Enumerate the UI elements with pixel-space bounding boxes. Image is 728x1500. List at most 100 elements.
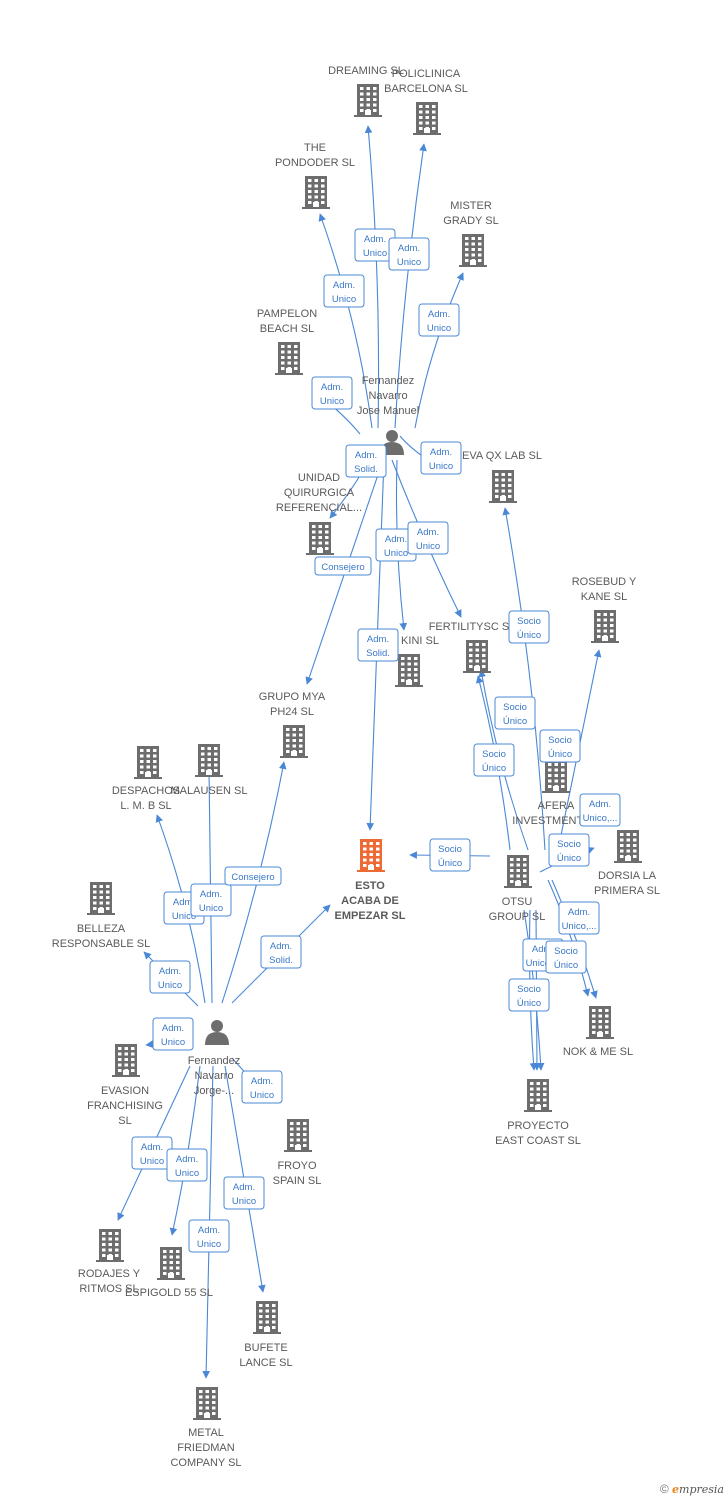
node-label: GRUPO MYA bbox=[259, 691, 326, 703]
edge-label-box bbox=[548, 833, 590, 867]
node-label: RODAJES Y bbox=[78, 1268, 141, 1280]
brand-name[interactable]: empresia bbox=[672, 1483, 724, 1496]
edge-label-text: Solid. bbox=[354, 464, 378, 475]
edge-label[interactable]: Adm.Unico bbox=[131, 1136, 173, 1170]
building-icon bbox=[524, 1079, 552, 1112]
node-label: GROUP SL bbox=[489, 911, 546, 923]
edge-label[interactable]: Adm.Unico bbox=[149, 960, 191, 994]
edge-label[interactable]: Adm.Unico bbox=[407, 521, 449, 555]
edge-label-text: Socio bbox=[557, 839, 581, 850]
node-label: FROYO bbox=[277, 1160, 317, 1172]
edge-label[interactable]: Adm.Unico,... bbox=[579, 793, 621, 827]
node-label: BUFETE bbox=[244, 1342, 287, 1354]
building-icon bbox=[489, 470, 517, 503]
edge-label[interactable]: Adm.Unico bbox=[323, 274, 365, 308]
node-jorge[interactable]: FernandezNavarroJorge-... bbox=[188, 1020, 241, 1097]
edge-label-text: Unico bbox=[250, 1090, 274, 1101]
footer-brand: © empresia bbox=[660, 1482, 724, 1496]
building-icon bbox=[413, 102, 441, 135]
node-label: Fernandez bbox=[188, 1055, 241, 1067]
building-icon bbox=[253, 1301, 281, 1334]
node-label: FRANCHISING bbox=[87, 1100, 163, 1112]
edge-label[interactable]: Consejero bbox=[314, 556, 372, 576]
node-dreaming[interactable]: DREAMING SL bbox=[328, 65, 404, 117]
node-label: POLICLINICA bbox=[392, 68, 461, 80]
edge-label[interactable]: Adm.Unico bbox=[418, 303, 460, 337]
edge-label[interactable]: Adm.Unico bbox=[241, 1070, 283, 1104]
node-malausen[interactable]: MALAUSEN SL bbox=[170, 744, 248, 797]
edge-label-text: Unico,... bbox=[583, 813, 618, 824]
node-fertility[interactable]: FERTILITYSC SL bbox=[429, 621, 516, 673]
node-afera[interactable]: AFERAINVESTMENTS... bbox=[512, 760, 600, 827]
edge-label-text: Unico bbox=[197, 1239, 221, 1250]
edge-label-box bbox=[579, 793, 621, 827]
edge-label-text: Adm. bbox=[270, 941, 292, 952]
node-kini[interactable]: KINI SL bbox=[395, 635, 439, 687]
edge-label[interactable]: Adm.Unico bbox=[420, 441, 462, 475]
node-label: EVA QX LAB SL bbox=[462, 450, 542, 462]
edge-label-box bbox=[407, 521, 449, 555]
edge-label-text: Unico bbox=[172, 911, 196, 922]
building-icon bbox=[280, 725, 308, 758]
edge-label-text: Adm. bbox=[364, 234, 386, 245]
building-icon bbox=[302, 176, 330, 209]
building-icon bbox=[87, 882, 115, 915]
edge-label-text: Único bbox=[517, 998, 541, 1009]
edge-label[interactable]: Adm.Unico,... bbox=[558, 901, 600, 935]
edge-label[interactable]: Adm.Solid. bbox=[357, 628, 399, 662]
edge-label-text: Único bbox=[517, 630, 541, 641]
node-label: Navarro bbox=[194, 1070, 233, 1082]
edge-label[interactable]: Adm.Unico bbox=[388, 237, 430, 271]
edge-label-box bbox=[508, 610, 550, 644]
edge-label[interactable]: Adm.Unico bbox=[190, 883, 232, 917]
edge-label[interactable]: Consejero bbox=[224, 866, 282, 886]
node-espigold[interactable]: ESPIGOLD 55 SL bbox=[125, 1247, 213, 1299]
node-label: QUIRURGICA bbox=[284, 487, 355, 499]
building-icon bbox=[591, 610, 619, 643]
node-label: DREAMING SL bbox=[328, 65, 404, 77]
building-icon bbox=[542, 760, 570, 793]
edge-label-text: Unico bbox=[397, 257, 421, 268]
node-label: SL bbox=[118, 1115, 131, 1127]
node-label: EAST COAST SL bbox=[495, 1135, 581, 1147]
edge-label[interactable]: Adm.Unico bbox=[166, 1148, 208, 1182]
edge-label[interactable]: Adm.Solid. bbox=[345, 444, 387, 478]
edge-label[interactable]: Adm.Unico bbox=[223, 1176, 265, 1210]
edge-label-box bbox=[152, 1017, 194, 1051]
node-evaqx[interactable]: EVA QX LAB SL bbox=[462, 450, 542, 503]
edge-label[interactable]: Adm.Solid. bbox=[260, 935, 302, 969]
edge-label[interactable]: Adm.Unico bbox=[152, 1017, 194, 1051]
edge-label-box bbox=[429, 838, 471, 872]
edge-label[interactable]: Adm.Unico bbox=[311, 376, 353, 410]
node-unidad[interactable]: UNIDADQUIRURGICAREFERENCIAL... bbox=[276, 472, 362, 555]
node-nokme[interactable]: NOK & ME SL bbox=[563, 1006, 633, 1058]
edge-label[interactable]: Adm.Unico bbox=[188, 1219, 230, 1253]
